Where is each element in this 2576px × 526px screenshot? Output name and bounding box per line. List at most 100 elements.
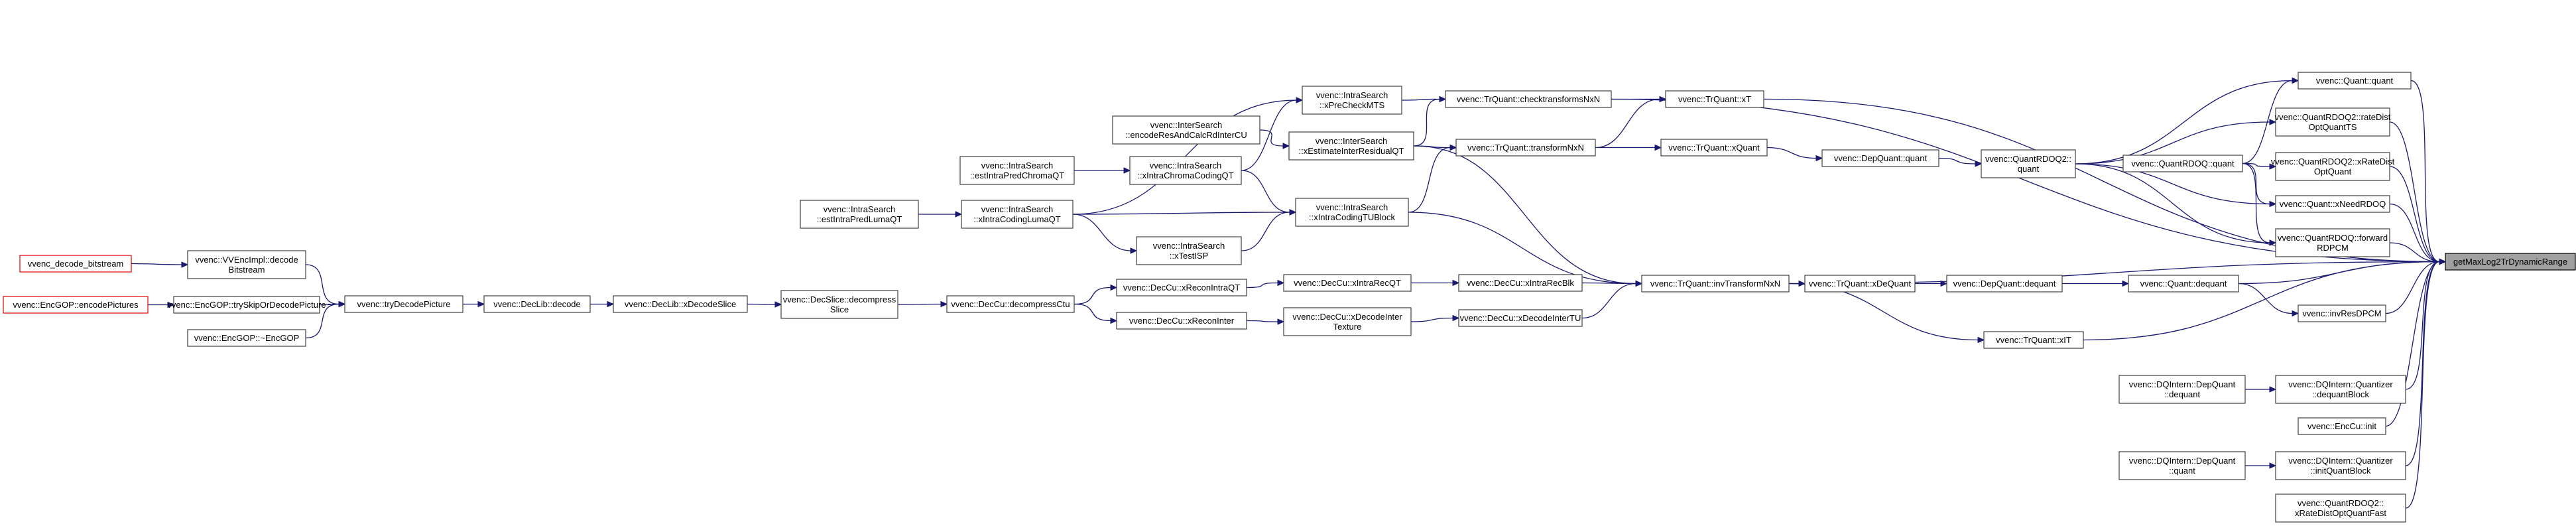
node-enc-gop-dtor[interactable]: vvenc::EncGOP::~EncGOP: [187, 329, 306, 347]
node-label: ::encodeResAndCalcRdInterCU: [1125, 130, 1247, 140]
node-dep-quant-quant[interactable]: vvenc::DepQuant::quant: [1821, 149, 1939, 167]
node-quant-rdoq2-x-rate-dist-opt-quant[interactable]: vvenc::QuantRDOQ2::xRateDistOptQuant: [2271, 152, 2395, 181]
node-intra-search-est-intra-pred-luma-qt[interactable]: vvenc::IntraSearch::estIntraPredLumaQT: [800, 200, 919, 229]
node-dec-cu-x-intra-rec-qt[interactable]: vvenc::DecCu::xIntraRecQT: [1283, 274, 1412, 292]
node-label: vvenc::QuantRDOQ2::rateDist: [2275, 112, 2391, 122]
node-intra-search-x-pre-check-mts[interactable]: vvenc::IntraSearch::xPreCheckMTS: [1302, 86, 1402, 115]
node-dqintern-quantizer-dequant-block[interactable]: vvenc::DQIntern::Quantizer::dequantBlock: [2275, 375, 2406, 404]
node-tr-quant-x-de-quant[interactable]: vvenc::TrQuant::xDeQuant: [1804, 275, 1916, 293]
edge-quant-rdoq-quant-to-quant-quant: [2242, 77, 2300, 164]
node-label: vvenc::DecCu::xReconInter: [1129, 316, 1235, 326]
node-dqintern-quantizer-init-quant-block[interactable]: vvenc::DQIntern::Quantizer::initQuantBlo…: [2275, 451, 2406, 480]
node-box: [959, 156, 1075, 185]
node-try-decode-picture[interactable]: vvenc::tryDecodePicture: [344, 295, 463, 313]
node-inv-res-dpcm[interactable]: vvenc::invResDPCM: [2298, 304, 2386, 322]
node-dqintern-dep-quant-quant[interactable]: vvenc::DQIntern::DepQuant::quant: [2118, 451, 2246, 480]
node-label: vvenc::DQIntern::Quantizer: [2288, 379, 2393, 389]
node-box: [613, 295, 748, 313]
node-label: vvenc::IntraSearch: [1316, 202, 1388, 212]
node-enc-gop-try-skip-or-decode-picture[interactable]: vvenc::EncGOP::trySkipOrDecodePicture: [167, 296, 326, 314]
node-label: vvenc::tryDecodePicture: [357, 299, 451, 309]
node-quant-rdoq-quant[interactable]: vvenc::QuantRDOQ::quant: [2122, 155, 2243, 172]
node-quant-rdoq2-quant[interactable]: vvenc::QuantRDOQ2::quant: [1981, 149, 2076, 178]
edge-dqintern-quantizer-dequant-block-to-get-max-log2-tr-dynamic-range: [2405, 258, 2447, 390]
node-box: [1458, 309, 1583, 327]
node-box: [1295, 198, 1409, 227]
node-box: [1302, 86, 1402, 115]
node-dec-lib-x-decode-slice[interactable]: vvenc::DecLib::xDecodeSlice: [613, 295, 748, 313]
call-edges: [131, 77, 2447, 509]
node-dec-cu-x-decode-inter-tu[interactable]: vvenc::DecCu::xDecodeInterTU: [1458, 309, 1583, 327]
edge-intra-search-est-intra-pred-luma-qt-to-intra-search-x-intra-coding-luma-qt: [918, 211, 963, 218]
node-label: vvenc::IntraSearch: [981, 161, 1053, 170]
node-box: [1821, 149, 1939, 167]
node-inter-search-x-estimate-inter-residual-qt[interactable]: vvenc::InterSearch::xEstimateInterResidu…: [1288, 131, 1414, 161]
edge-tr-quant-inv-transform-nx-n-to-tr-quant-x-it: [1788, 283, 1985, 344]
node-intra-search-x-intra-coding-luma-qt[interactable]: vvenc::IntraSearch::xIntraCodingLumaQT: [961, 200, 1073, 229]
node-tr-quant-x-quant[interactable]: vvenc::TrQuant::xQuant: [1660, 139, 1768, 157]
node-quant-x-need-rdoq[interactable]: vvenc::Quant::xNeedRDOQ: [2275, 195, 2390, 213]
node-label: vvenc::Quant::quant: [2316, 76, 2394, 86]
edge-quant-rdoq2-rate-dist-opt-quant-ts-to-get-max-log2-tr-dynamic-range: [2389, 121, 2447, 265]
node-tr-quant-x-it[interactable]: vvenc::TrQuant::xIT: [1983, 331, 2084, 349]
node-box: [344, 295, 463, 313]
node-get-max-log2-tr-dynamic-range[interactable]: getMaxLog2TrDynamicRange: [2445, 253, 2576, 271]
node-dep-quant-dequant[interactable]: vvenc::DepQuant::dequant: [1946, 275, 2063, 293]
node-box: [2275, 375, 2406, 404]
node-box: [946, 295, 1075, 313]
node-dec-cu-x-intra-rec-blk[interactable]: vvenc::DecCu::xIntraRecBlk: [1458, 274, 1583, 292]
edge-quant-x-need-rdoq-to-get-max-log2-tr-dynamic-range: [2389, 203, 2447, 265]
node-inter-search-encode-res-and-calc-rd-inter-cu[interactable]: vvenc::InterSearch::encodeResAndCalcRdIn…: [1112, 115, 1260, 145]
node-label: vvenc::TrQuant::xIT: [1996, 335, 2071, 345]
node-label: vvenc::DepQuant::dequant: [1953, 279, 2056, 289]
node-box: [3, 296, 149, 314]
node-box: [1458, 274, 1583, 292]
edge-quant-rdoq2-quant-to-quant-quant: [2075, 77, 2300, 164]
node-label: ::xIntraChromaCodingQT: [1137, 170, 1233, 180]
node-vvenc-decode-bitstream[interactable]: vvenc_decode_bitstream: [19, 255, 132, 273]
node-label: vvenc::invResDPCM: [2302, 308, 2381, 318]
node-box: [2275, 493, 2406, 523]
node-dec-cu-x-recon-inter[interactable]: vvenc::DecCu::xReconInter: [1116, 312, 1247, 330]
node-label: vvenc::DQIntern::Quantizer: [2288, 456, 2393, 466]
node-intra-search-x-intra-coding-tublock[interactable]: vvenc::IntraSearch::xIntraCodingTUBlock: [1295, 198, 1409, 227]
edge-quant-rdoq2-x-rate-dist-opt-quant-to-get-max-log2-tr-dynamic-range: [2389, 166, 2447, 265]
edge-dec-cu-decompress-ctu-to-dec-cu-x-recon-inter: [1073, 303, 1118, 324]
node-intra-search-x-test-isp[interactable]: vvenc::IntraSearch::xTestISP: [1136, 236, 1242, 265]
node-label: vvenc::QuantRDOQ2::xRateDist: [2271, 157, 2395, 166]
node-label: ::xTestISP: [1170, 251, 1209, 261]
node-enc-cu-init[interactable]: vvenc::EncCu::init: [2298, 417, 2386, 435]
node-label: vvenc::QuantRDOQ2::: [2298, 498, 2384, 508]
edge-intra-search-x-test-isp-to-intra-search-x-intra-coding-tublock: [1241, 209, 1297, 251]
edge-dec-slice-decompress-slice-to-dec-cu-decompress-ctu: [897, 300, 948, 308]
node-quant-rdoq2-x-rate-dist-opt-quant-fast[interactable]: vvenc::QuantRDOQ2::xRateDistOptQuantFast: [2275, 493, 2406, 523]
node-quant-quant[interactable]: vvenc::Quant::quant: [2298, 72, 2412, 90]
node-label: vvenc::EncCu::init: [2307, 421, 2376, 431]
node-box: [1665, 90, 1764, 108]
node-tr-quant-transform-nx-n[interactable]: vvenc::TrQuant::transformNxN: [1455, 139, 1596, 157]
node-intra-search-x-intra-chroma-coding-qt[interactable]: vvenc::IntraSearch::xIntraChromaCodingQT: [1129, 156, 1242, 185]
edge-vvenc-decode-bitstream-to-vvenc-impl-decode-bitstream: [131, 261, 189, 268]
node-tr-quant-checktransforms-nx-n[interactable]: vvenc::TrQuant::checktransformsNxN: [1445, 90, 1612, 108]
node-tr-quant-inv-transform-nx-n[interactable]: vvenc::TrQuant::invTransformNxN: [1641, 275, 1790, 293]
node-dec-cu-decompress-ctu[interactable]: vvenc::DecCu::decompressCtu: [946, 295, 1075, 313]
node-tr-quant-x-t[interactable]: vvenc::TrQuant::xT: [1665, 90, 1764, 108]
node-quant-dequant[interactable]: vvenc::Quant::dequant: [2128, 275, 2239, 293]
node-box: [1455, 139, 1596, 157]
node-label: OptQuant: [2314, 166, 2352, 176]
node-label: vvenc::TrQuant::xDeQuant: [1809, 279, 1912, 289]
node-label: vvenc::EncGOP::~EncGOP: [194, 333, 300, 343]
node-dec-lib-decode[interactable]: vvenc::DecLib::decode: [483, 295, 591, 313]
edge-tr-quant-x-de-quant-to-dep-quant-dequant: [1915, 280, 1948, 287]
node-dec-cu-x-recon-intra-qt[interactable]: vvenc::DecCu::xReconIntraQT: [1116, 279, 1247, 296]
edge-enc-gop-dtor-to-try-decode-picture: [305, 300, 346, 339]
node-enc-gop-encode-pictures[interactable]: vvenc::EncGOP::encodePictures: [3, 296, 149, 314]
node-dqintern-dep-quant-dequant[interactable]: vvenc::DQIntern::DepQuant::dequant: [2118, 375, 2246, 404]
node-intra-search-est-intra-pred-chroma-qt[interactable]: vvenc::IntraSearch::estIntraPredChromaQT: [959, 156, 1075, 185]
